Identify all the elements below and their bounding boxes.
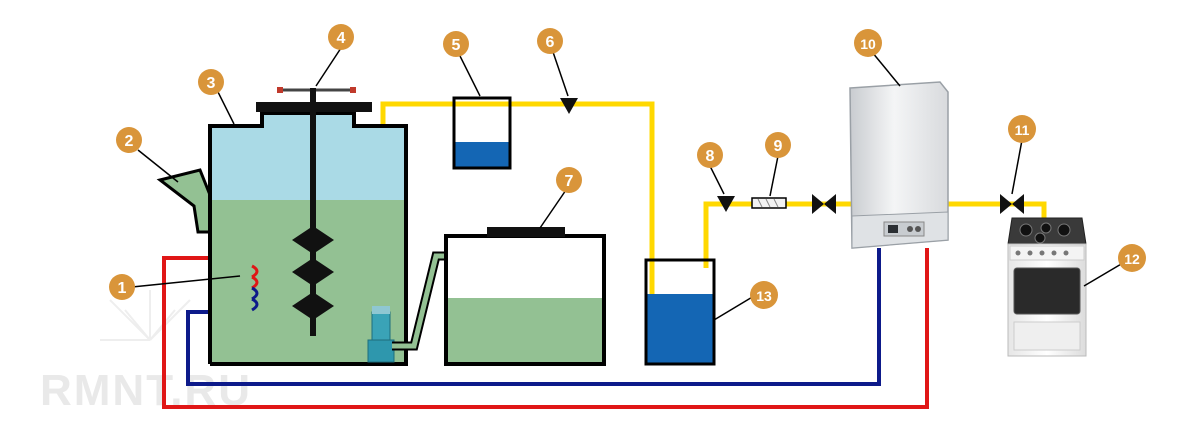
svg-text:4: 4 [337,30,346,47]
svg-text:13: 13 [756,288,772,304]
callout-1: 1 [109,274,135,300]
callout-10: 10 [854,29,882,57]
callout-9: 9 [765,132,791,158]
submersible-pump-icon [367,306,395,363]
gas-holder [644,258,716,366]
watermark-sunburst [100,290,191,341]
callout-11: 11 [1008,115,1036,143]
gas-pipe-gasholder-to-boiler [703,201,852,268]
svg-text:8: 8 [706,148,715,165]
callout-4: 4 [328,24,354,50]
callout-3: 3 [198,69,224,95]
callout-7: 7 [556,167,582,193]
svg-text:9: 9 [774,138,783,155]
shutoff-valve-icon [1000,194,1012,214]
gas-stove-icon [1007,217,1087,357]
effluent-tank [444,227,606,366]
gas-pipe-boiler-to-stove [948,201,1047,218]
gas-boiler-icon [849,81,949,249]
heating-coil [251,264,259,312]
gas-filter-icon [751,197,787,209]
svg-text:3: 3 [207,75,216,92]
svg-text:6: 6 [546,34,555,51]
shutoff-valve-icon [812,194,824,214]
shutoff-valve-icon [824,194,836,214]
water-seal [452,96,512,170]
callout-13: 13 [750,281,778,309]
svg-text:12: 12 [1124,251,1140,267]
callout-5: 5 [443,31,469,57]
auger-mixer-icon [256,87,372,336]
svg-text:11: 11 [1015,122,1030,138]
callout-2: 2 [116,127,142,153]
gas-pipe-digester-to-gasholder [380,101,655,352]
callout-12: 12 [1118,244,1146,272]
svg-text:1: 1 [118,280,127,297]
svg-text:10: 10 [860,36,876,52]
slurry-transfer-pipe-fill [392,253,446,349]
callout-6: 6 [537,28,563,54]
check-valve-icon [717,196,735,212]
shutoff-valve-icon [1012,194,1024,214]
svg-text:2: 2 [125,133,134,150]
feed-funnel [156,168,214,234]
check-valve-icon [560,98,578,114]
svg-text:7: 7 [565,173,574,190]
svg-text:5: 5 [452,37,461,54]
callout-8: 8 [697,142,723,168]
